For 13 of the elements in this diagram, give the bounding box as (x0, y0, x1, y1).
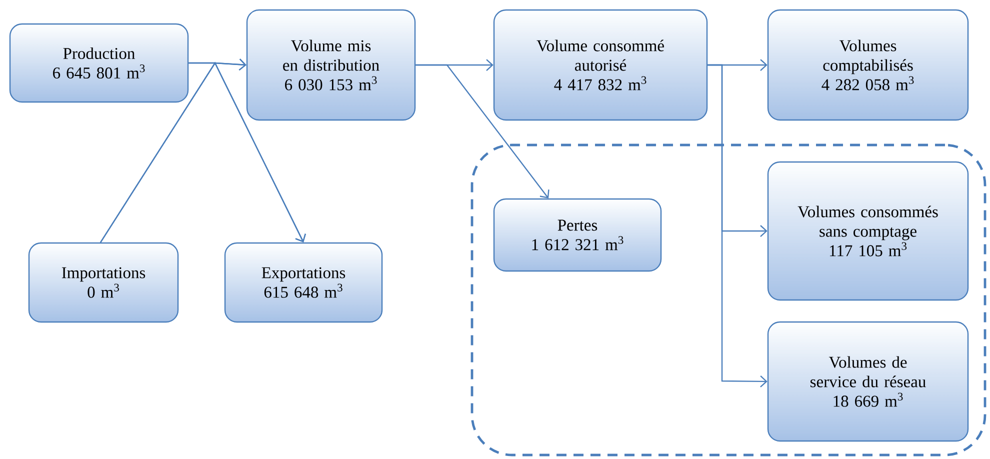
arrow (416, 64, 550, 198)
dashed-group-outline (470, 144, 986, 456)
process-box: Volumes consommés sans comptage 117 105 m$^{3}$ (767, 161, 969, 301)
process-box: Pertes 1 612 321 m$^{3}$ (493, 198, 662, 272)
process-box: Exportations 615 648 m$^{3}$ (224, 242, 383, 323)
process-box: Production 6 645 801 m$^{3}$ (9, 23, 189, 103)
process-box: Volumes comptabilisés 4 282 058 m$^{3}$ (767, 9, 969, 121)
process-box: Volume mis en distribution 6 030 153 m$^{3}$ (246, 9, 416, 121)
process-box: Volume consommé autorisé 4 417 832 m$^{3}$ (493, 9, 708, 121)
process-box: Volumes de service du réseau 18 669 m$^{3}$ (767, 321, 969, 442)
arrow (708, 64, 768, 388)
arrow (100, 62, 306, 243)
process-box: Importations 0 m$^{3}$ (28, 242, 179, 323)
